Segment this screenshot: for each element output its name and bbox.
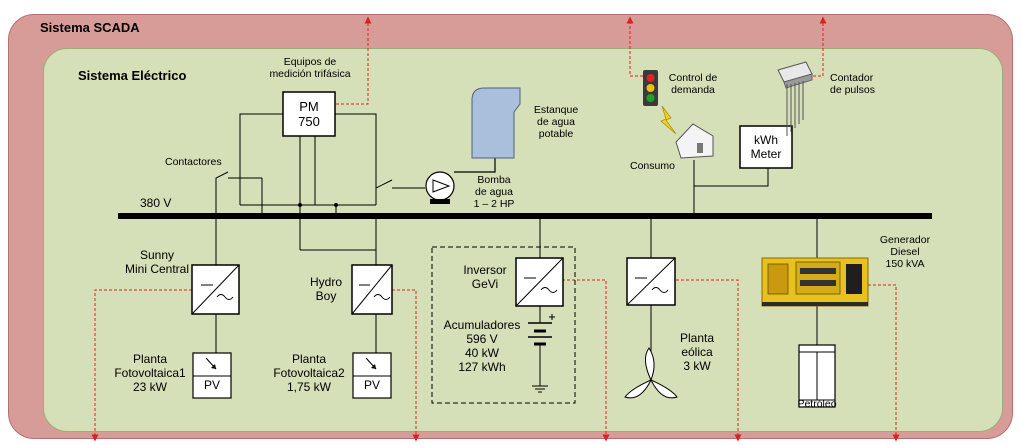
scada-title: Sistema SCADA [40,20,140,35]
generator-label: Generador Diesel 150 kVA [872,234,938,270]
house-icon [675,123,714,159]
pm-line1: PM [299,99,319,114]
wind-label: Planta eólica 3 kW [668,331,726,373]
batteries-line4: 127 kWh [458,360,506,374]
signal-pm-up [336,16,372,105]
pump-label: Bomba de agua 1 – 2 HP [462,174,526,210]
junction-dot [298,203,302,207]
ground-icon [532,385,548,393]
pv1-line3: 23 kW [132,380,167,394]
sunny-line2: Mini Central [124,262,190,276]
generator-line1: Generador [879,234,931,246]
contactor-1 [215,171,229,216]
sunny-line1: Sunny [139,248,175,262]
electric-title: Sistema Eléctrico [78,68,187,83]
pv1-panel-icon [192,352,232,399]
bus-voltage-label: 380 V [140,196,172,210]
contactor-2 [375,179,393,205]
wind-line1: Planta [679,331,715,345]
signal-demand-up [626,16,643,77]
pulse-counter-line1: Contador [830,72,874,84]
batteries-line1: Acumuladores [443,318,521,332]
hydro-line2: Boy [315,289,337,303]
sunny-inverter-icon [191,264,240,315]
traffic-light-icon [643,70,658,106]
inverter-line2: GeVi [471,277,499,291]
pv1-line2: Fotovoltaica1 [114,366,186,380]
pump-line1: Bomba [477,174,511,186]
tank-line1: Estanque [533,104,579,116]
kwh-meter-box [739,125,793,169]
wind-turbine-icon [624,347,678,399]
junction-dot [334,203,338,207]
pv2-panel-icon [352,352,392,399]
contactors-label: Contactores [165,156,222,168]
fuel-label: Petróleo [797,398,837,410]
inverter-label: Inversor GeVi [455,263,515,291]
pm-label: PM 750 [283,99,335,129]
pv2-line3: 1,75 kW [286,380,331,394]
scada-signal-lines [91,16,900,442]
demand-control-line1: Control de [668,72,718,84]
pv1-panel-label: PV [203,378,220,392]
pump-line3: 1 – 2 HP [473,198,515,210]
pv2-label: Planta Fotovoltaica2 1,75 kW [268,352,350,394]
inverter-line1: Inversor [463,263,507,277]
tank-line3: potable [538,128,574,140]
signal-wind-down [676,279,742,442]
generator-line2: Diesel [890,246,920,258]
pv1-label: Planta Fotovoltaica1 23 kW [110,352,190,394]
wind-line3: 3 kW [683,359,711,373]
signal-generator-down [868,284,900,442]
demand-control-line2: demanda [671,84,715,96]
pv2-panel-label: PV [363,378,380,392]
batteries-line3: 40 kW [464,346,499,360]
fuel-tank-icon [798,344,836,408]
tank-line2: de agua [537,116,575,128]
meter-equipment-line2: medición trifásica [269,68,351,80]
signal-inverter-down [562,279,610,442]
consumption-label: Consumo [630,160,675,172]
diesel-generator-icon [761,257,869,307]
pulse-counter-line2: de pulsos [830,84,875,96]
pv1-line1: Planta [132,352,168,366]
batteries-label: Acumuladores 596 V 40 kW 127 kWh [437,318,527,374]
hydro-label: Hydro Boy [302,275,350,303]
pulse-counter-icon [777,61,813,136]
generator-line3: 150 kVA [885,258,925,270]
demand-control-label: Control de demanda [664,72,722,96]
sunny-label: Sunny Mini Central [112,248,202,276]
meter-equipment-label: Equipos de medición trifásica [258,56,362,80]
pm-line2: 750 [298,114,320,129]
signal-counter-up [808,16,827,77]
water-tank-icon [471,87,521,159]
pump-line2: de agua [475,186,513,198]
batteries-line2: 596 V [466,332,498,346]
pump-icon [425,155,496,204]
battery-group-frame [431,246,576,404]
signal-hydro-down [392,289,420,442]
battery-icon [528,314,555,346]
wind-inverter-icon [626,257,676,306]
pv2-line1: Planta [291,352,327,366]
kwh-meter-line1: kWh [754,133,778,147]
pulse-counter-label: Contador de pulsos [830,72,875,96]
pm-box [282,91,336,137]
meter-feed [694,168,769,187]
kwh-meter-label: kWh Meter [740,133,792,161]
tank-label: Estanque de agua potable [527,104,585,140]
gevi-inverter-icon [515,257,564,307]
pv2-line2: Fotovoltaica2 [273,366,345,380]
hydro-inverter-icon [351,264,393,315]
kwh-meter-line2: Meter [750,147,782,161]
wind-line2: eólica [681,345,713,359]
hydro-line1: Hydro [309,275,342,289]
meter-equipment-line1: Equipos de [283,56,337,68]
signal-sunny-down [91,289,192,442]
lightning-icon [660,105,677,135]
